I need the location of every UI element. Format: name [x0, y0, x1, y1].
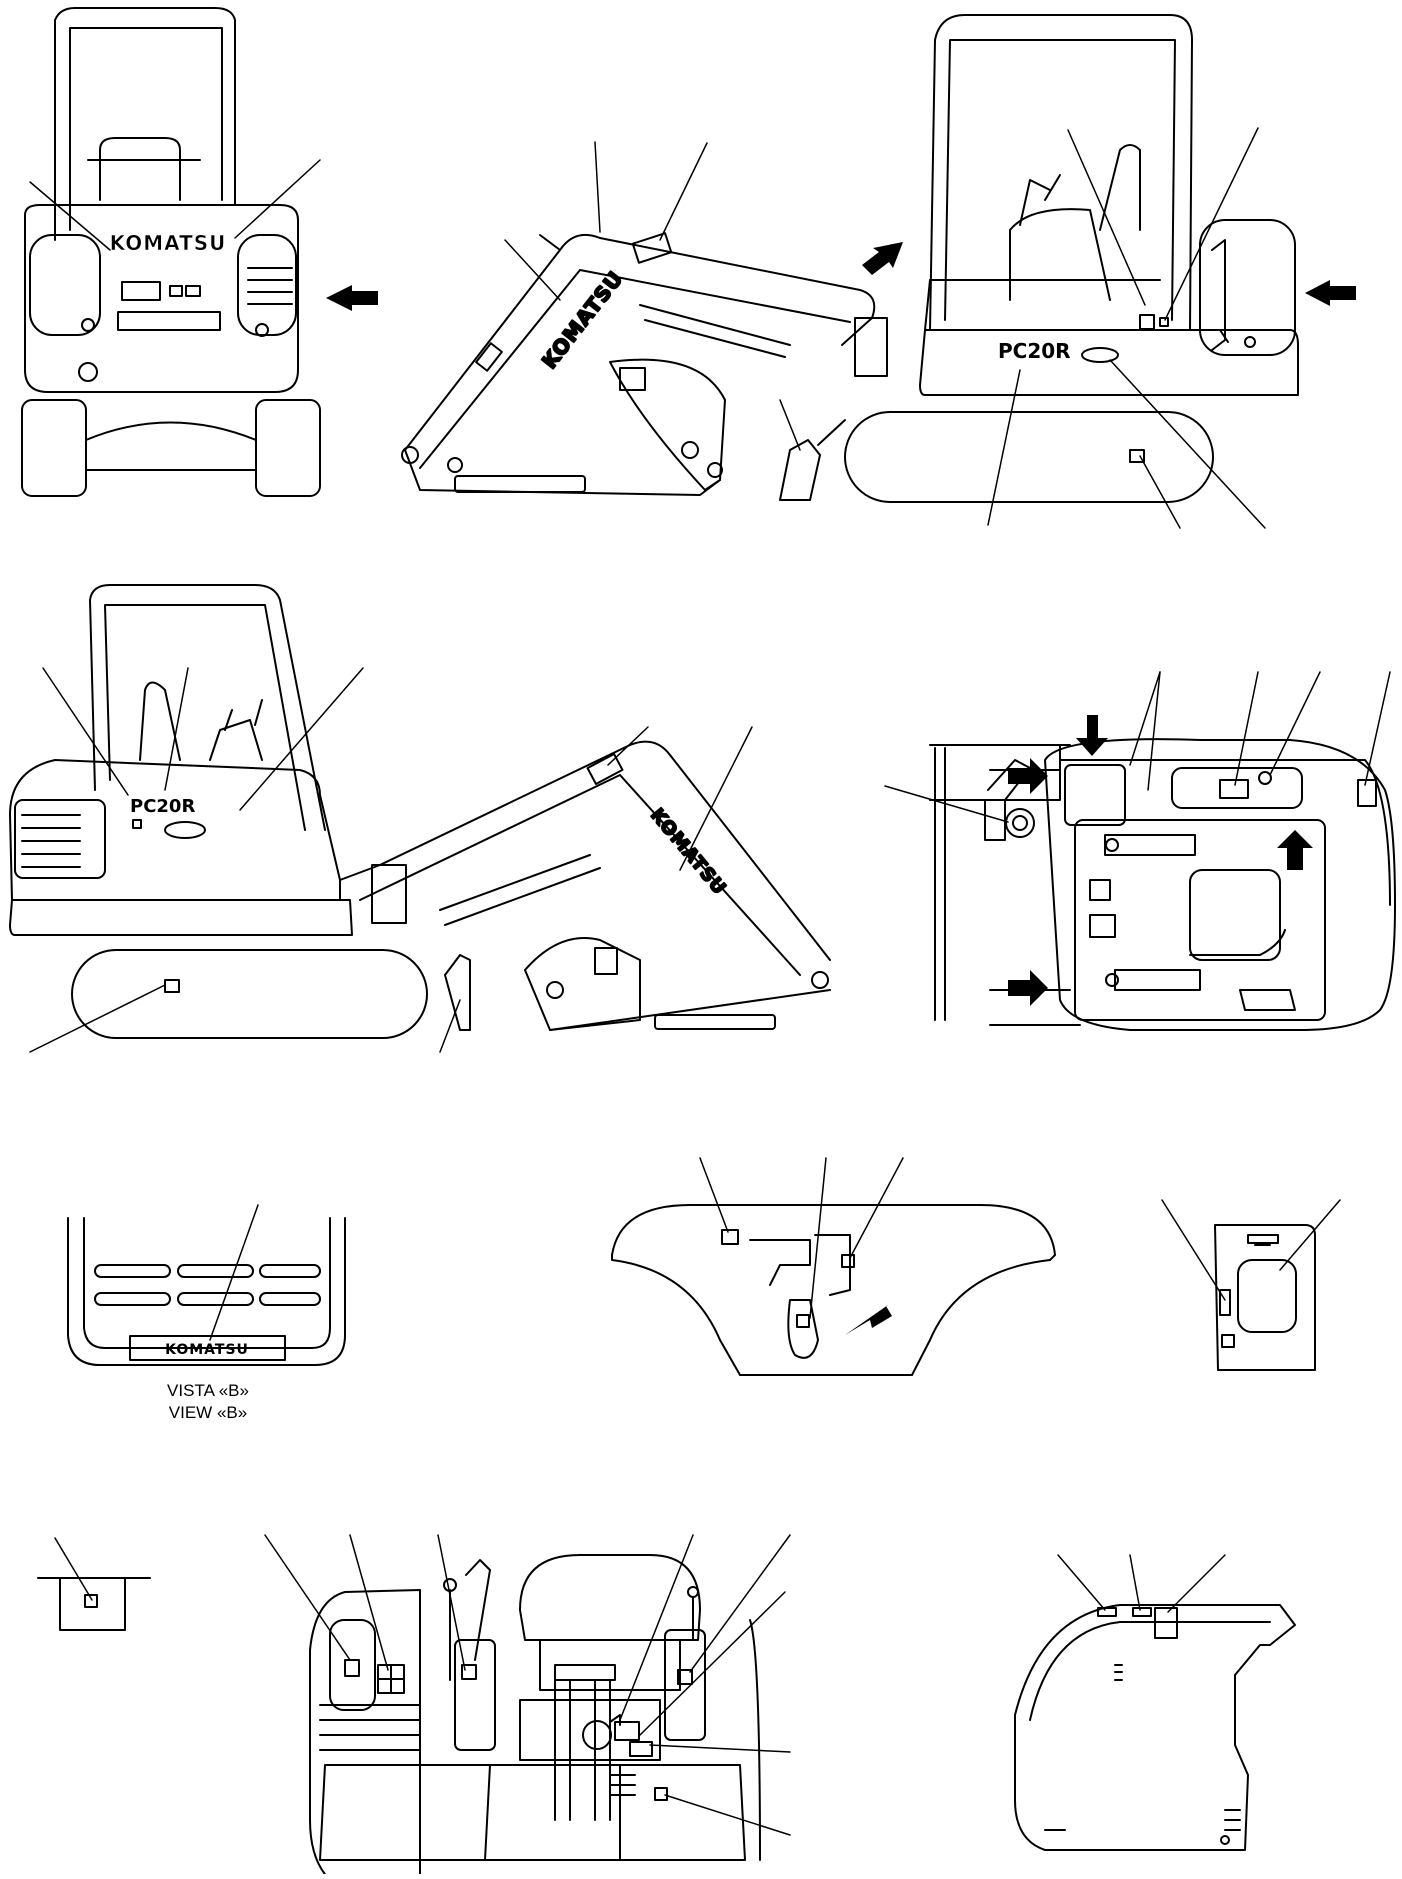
view-arrow-icon — [1277, 830, 1313, 870]
side-model-badge-right: PC20R — [130, 796, 195, 817]
side-cover-view — [1014, 1554, 1296, 1851]
view-arrow-icon — [1008, 970, 1048, 1006]
small-part-view — [37, 1537, 151, 1631]
view-arrow-icon — [1305, 280, 1356, 306]
left-side-view: KOMATSU PC20R — [401, 14, 1356, 529]
top-view — [884, 671, 1396, 1031]
view-arrow-icon — [862, 242, 903, 275]
rear-komatsu-logo: KOMATSU — [110, 231, 227, 255]
view-arrow-icon — [1008, 758, 1048, 794]
boom-komatsu-logo-right: KOMATSU — [646, 805, 730, 900]
operator-seat-view — [264, 1534, 791, 1879]
view-b-caption-es: VISTA «B» — [167, 1381, 249, 1400]
cover-view — [611, 1157, 1056, 1376]
view-arrow-icon — [1076, 715, 1108, 756]
view-arrow-icon — [845, 1305, 892, 1335]
boom-komatsu-logo-left: KOMATSU — [537, 266, 628, 373]
panel-view — [1161, 1199, 1341, 1371]
view-arrow-icon — [326, 285, 378, 311]
view-b-caption-en: VIEW «B» — [169, 1403, 247, 1422]
step-komatsu-logo: KOMATSU — [165, 1342, 249, 1358]
rear-view: KOMATSU — [21, 7, 378, 497]
view-b: KOMATSU — [67, 1204, 346, 1366]
right-side-view: PC20R KOMATSU — [9, 584, 831, 1053]
side-model-badge-left: PC20R — [998, 339, 1071, 363]
